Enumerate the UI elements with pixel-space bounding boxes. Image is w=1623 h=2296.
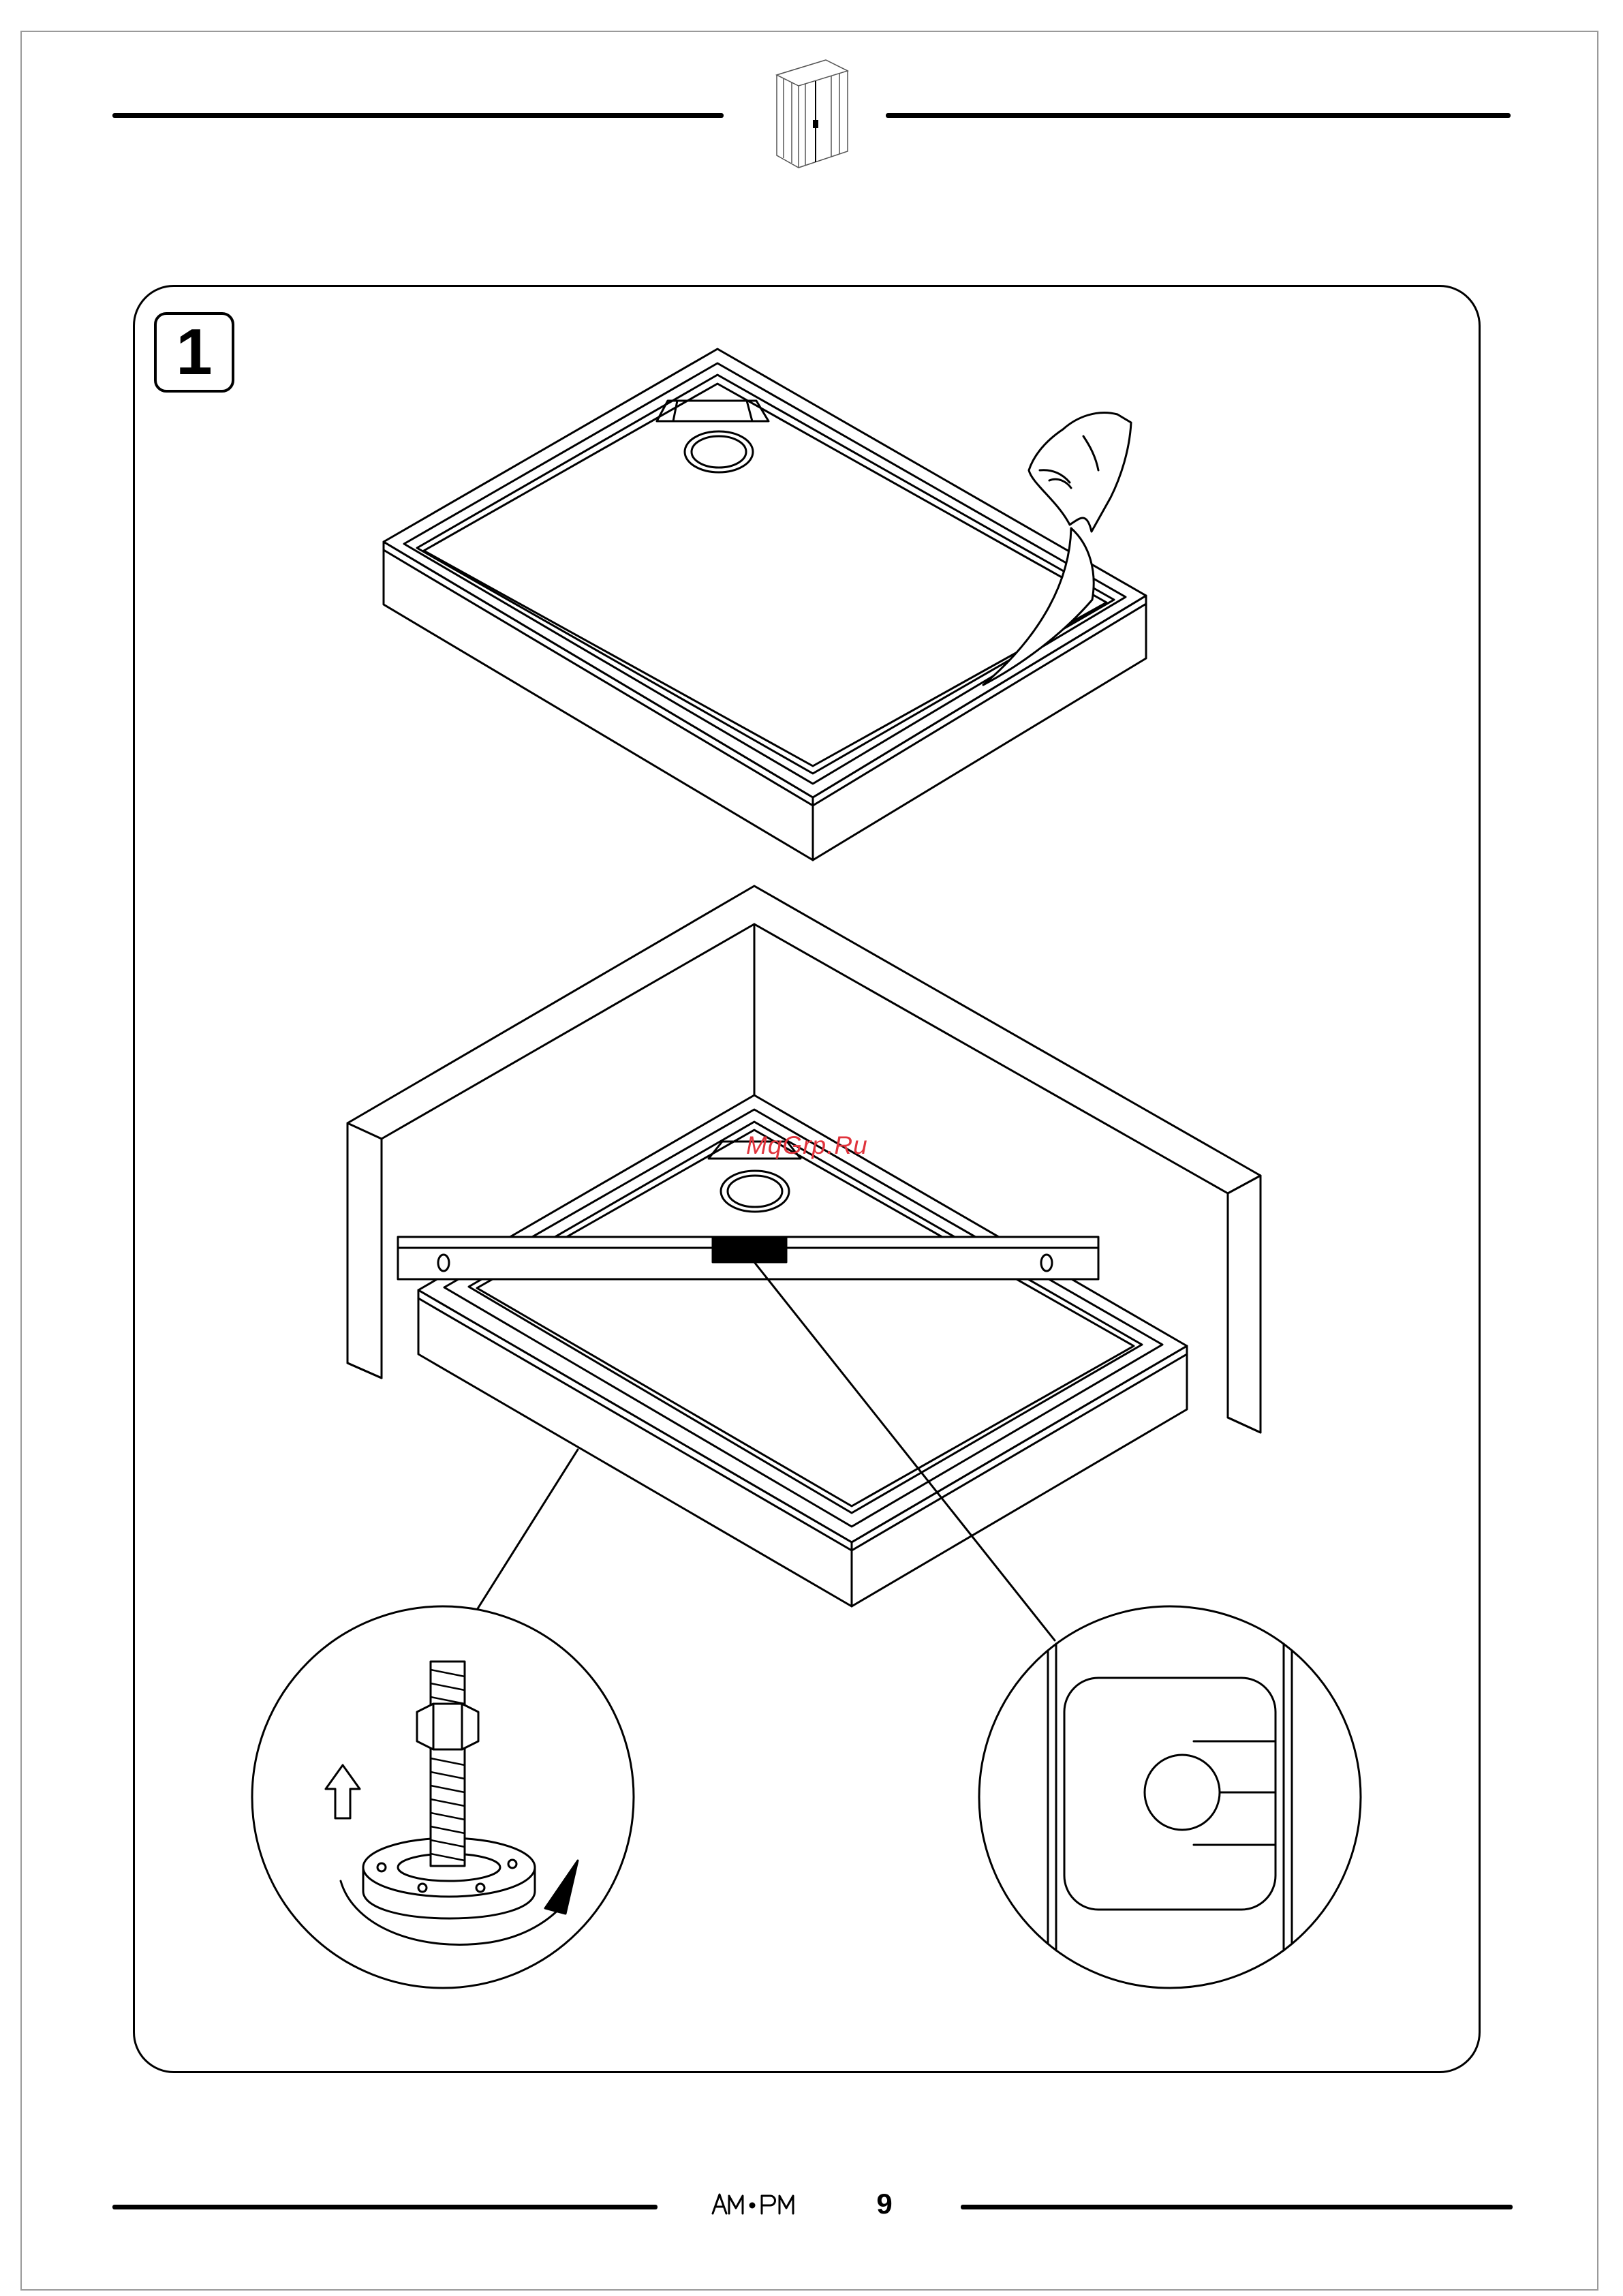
watermark: MqGrp.Ru [746, 1131, 868, 1160]
shower-enclosure-icon [763, 56, 859, 172]
header-rule-right [886, 113, 1511, 118]
header-rule-left [112, 113, 724, 118]
page-number: 9 [864, 2188, 905, 2220]
footer-rule-left [112, 2205, 658, 2209]
step-frame [133, 285, 1481, 2073]
am-pm-logo [709, 2189, 818, 2220]
footer-rule-right [961, 2205, 1513, 2209]
step-number-badge: 1 [154, 312, 234, 393]
